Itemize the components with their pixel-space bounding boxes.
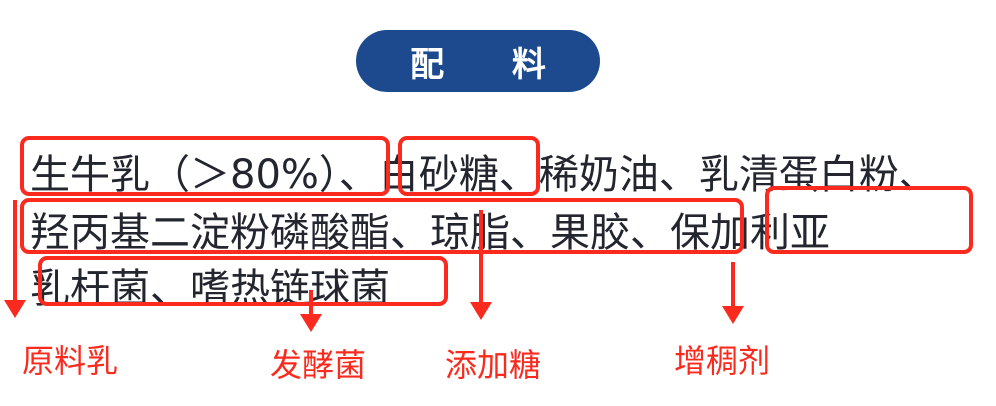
label-bacteria: 发酵菌 [270,346,367,384]
highlight-bacteria-1 [765,186,973,254]
highlight-bacteria-2 [38,256,448,306]
arrow-raw-milk [4,200,26,318]
label-thickener: 增稠剂 [674,342,771,380]
arrow-bacteria [300,290,322,332]
highlight-thickeners [20,198,744,254]
label-sugar: 添加糖 [445,346,542,384]
ingredients-line-1: 生牛乳（＞80%）、白砂糖、稀奶油、乳清蛋白粉、 [30,152,939,198]
ingredients-title: 配 料 [356,30,600,92]
arrow-sugar [470,210,492,320]
label-raw-milk: 原料乳 [22,342,119,380]
highlight-raw-milk [20,136,390,196]
arrow-thickener [722,262,744,324]
highlight-sugar [398,136,540,196]
ingredients-line-2: 羟丙基二淀粉磷酸酯、琼脂、果胶、保加利亚 [30,210,830,256]
